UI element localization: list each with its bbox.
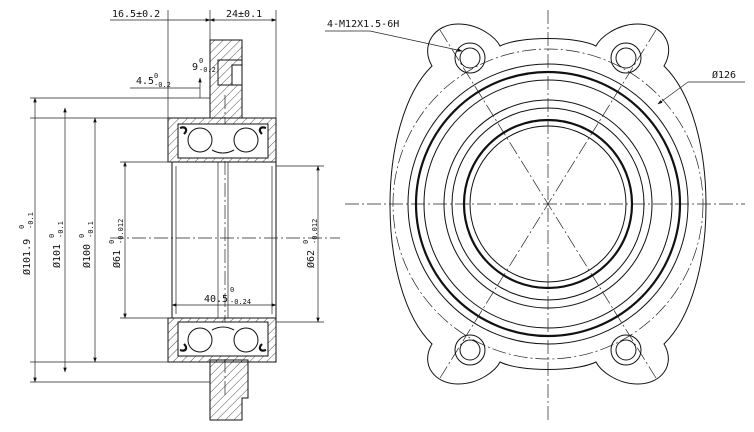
label-61-tol-upper: 0 [108,240,116,244]
label-4-5: 4.5 [136,76,154,87]
front-diag-axis-2 [439,29,657,379]
label-100-tol-lower: -0.1 [87,221,95,238]
ball-upper-right [233,127,259,153]
label-9-tol-lower: -0.2 [199,66,216,74]
label-4-5-tol-upper: 0 [154,72,158,80]
label-62-tol-lower: -0.012 [311,219,319,244]
seal-upper-left [179,126,188,135]
bolt-hole-bottom-left [454,334,486,366]
bolt-hole-top-left [454,42,486,74]
flange-outline [389,23,707,385]
race-curve-lower [211,326,235,331]
label-24: 24±0.1 [226,9,262,20]
label-61: Ø61 [111,250,123,268]
seal-lower-right [258,343,267,352]
label-62-tol-upper: 0 [302,240,310,244]
label-40-5-group: 40.5 0 -0.24 [204,286,251,306]
label-9-group: 9 0 -0.2 [192,57,216,74]
ring-4 [443,99,653,309]
ball-upper-left [187,127,213,153]
label-9: 9 [192,62,198,73]
label-40-5: 40.5 [204,294,228,305]
ring-3 [423,79,673,329]
bc-leader [657,81,689,105]
label-40-5-tol-upper: 0 [230,286,234,294]
seal-lower-left [179,343,188,352]
label-4-5-tol-lower: -0.2 [154,81,171,89]
label-16-5: 16.5±0.2 [112,9,160,20]
bore-inner [469,125,627,283]
label-101-9-group: Ø101.9 0 -0.1 [18,212,35,275]
outer-ring-thick [414,70,682,338]
label-101-9-tol-lower: -0.1 [27,212,35,229]
label-62-group: Ø62 0 -0.012 [302,219,319,268]
bolt-hole-top-right [610,42,642,74]
label-100: Ø100 [81,244,93,268]
label-61-group: Ø61 0 -0.012 [108,219,125,268]
bolt-circle [392,48,704,360]
bore-thick [462,118,634,290]
outer-ring-edge [407,63,689,345]
thread-leader [369,30,463,52]
label-101-tol-upper: 0 [48,234,56,238]
thread-callout: 4-M12X1.5-6H [327,19,399,30]
label-62: Ø62 [305,250,317,268]
label-101: Ø101 [51,244,63,268]
label-4-5-group: 4.5 0 -0.2 [136,72,171,89]
label-100-group: Ø100 0 -0.1 [78,221,95,268]
label-101-9-tol-upper: 0 [18,225,26,229]
label-61-tol-lower: -0.012 [117,219,125,244]
label-101-tol-lower: -0.1 [57,221,65,238]
section-view: 16.5±0.2 24±0.1 4.5 0 -0.2 9 0 -0.2 Ø101… [18,9,340,421]
label-100-tol-upper: 0 [78,234,86,238]
ring-5 [451,107,645,301]
flange-upper-section [209,39,243,119]
race-curve-upper [211,149,235,154]
label-40-5-tol-lower: -0.24 [230,298,251,306]
flange-lower-section [209,359,249,421]
label-9-tol-upper: 0 [199,57,203,65]
bolt-circle-label: Ø126 [712,69,736,81]
ball-lower-left [187,327,213,353]
inner-bore [171,161,277,319]
seal-upper-right [258,126,267,135]
label-101-group: Ø101 0 -0.1 [48,221,65,268]
label-101-9: Ø101.9 [21,239,33,275]
ball-lower-right [233,327,259,353]
front-view: 4-M12X1.5-6H Ø126 [325,10,745,420]
bolt-hole-bottom-right [610,334,642,366]
